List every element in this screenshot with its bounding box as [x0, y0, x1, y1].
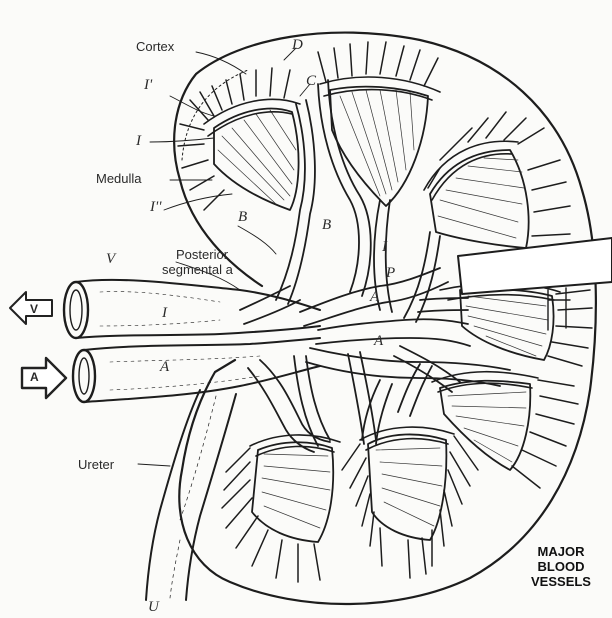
letter-vein-i: I — [162, 306, 167, 320]
letter-i: I — [136, 134, 141, 148]
title-line-3: VESSELS — [516, 574, 606, 589]
letter-c: C — [306, 74, 316, 88]
letter-ap: A — [374, 334, 383, 348]
letter-p: P — [386, 266, 395, 280]
kidney-outline — [174, 33, 596, 604]
letter-b-right: B — [322, 218, 331, 232]
renal-artery — [73, 338, 320, 402]
artery-inflow-arrow-icon — [22, 358, 66, 398]
diagram-title: MAJOR BLOOD VESSELS — [516, 544, 606, 589]
label-medulla: Medulla — [96, 172, 142, 186]
letter-i-prime: I' — [144, 78, 152, 92]
letter-i-mid: I — [382, 240, 387, 254]
title-line-1: MAJOR — [516, 544, 606, 559]
ureter — [146, 390, 236, 600]
letter-d: D — [292, 38, 303, 52]
arrow-vein-letter: V — [30, 302, 38, 316]
pyramids — [214, 87, 554, 542]
letter-a-mid: A — [370, 290, 379, 304]
label-cortex: Cortex — [136, 40, 174, 54]
letter-vein-tag: V — [106, 252, 115, 266]
label-posterior-line2: segmental a — [162, 263, 233, 277]
letter-i-double-prime: I'' — [150, 200, 161, 214]
label-ureter: Ureter — [78, 458, 114, 472]
label-posterior-line1: Posterior — [176, 248, 228, 262]
title-line-2: BLOOD — [516, 559, 606, 574]
retractor-icon — [458, 238, 612, 330]
letter-b-left: B — [238, 210, 247, 224]
letter-ureter-u: U — [148, 600, 159, 614]
arrow-artery-letter: A — [30, 370, 39, 384]
letter-artery-a: A — [160, 360, 169, 374]
interlobular-vessels — [178, 42, 592, 582]
